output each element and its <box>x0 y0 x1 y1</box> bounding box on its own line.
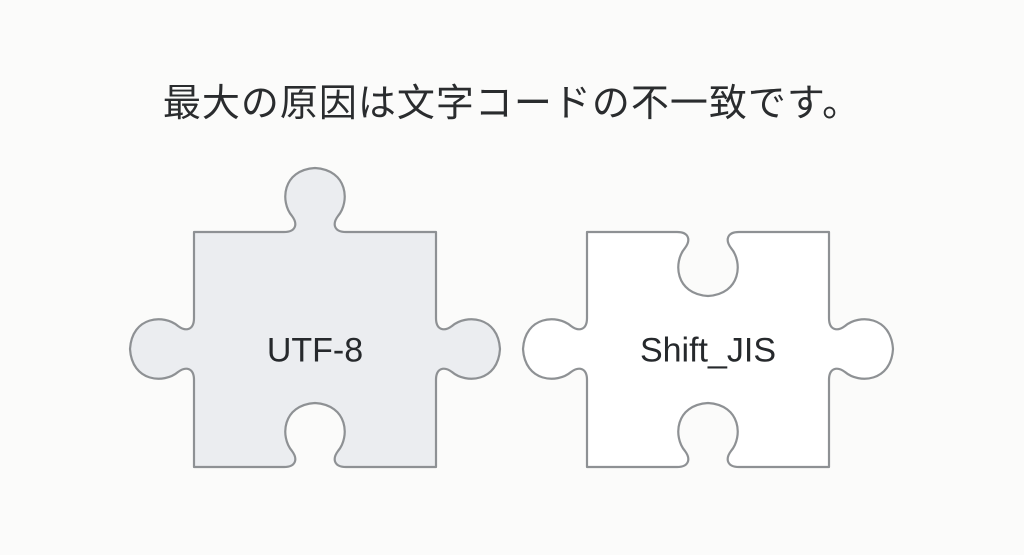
shift-jis-label: Shift_JIS <box>639 331 777 370</box>
shift-jis-puzzle-piece <box>521 230 895 469</box>
page-title: 最大の原因は文字コードの不一致です。 <box>162 81 862 125</box>
utf8-label: UTF-8 <box>266 331 364 370</box>
utf8-puzzle-piece <box>128 166 502 469</box>
